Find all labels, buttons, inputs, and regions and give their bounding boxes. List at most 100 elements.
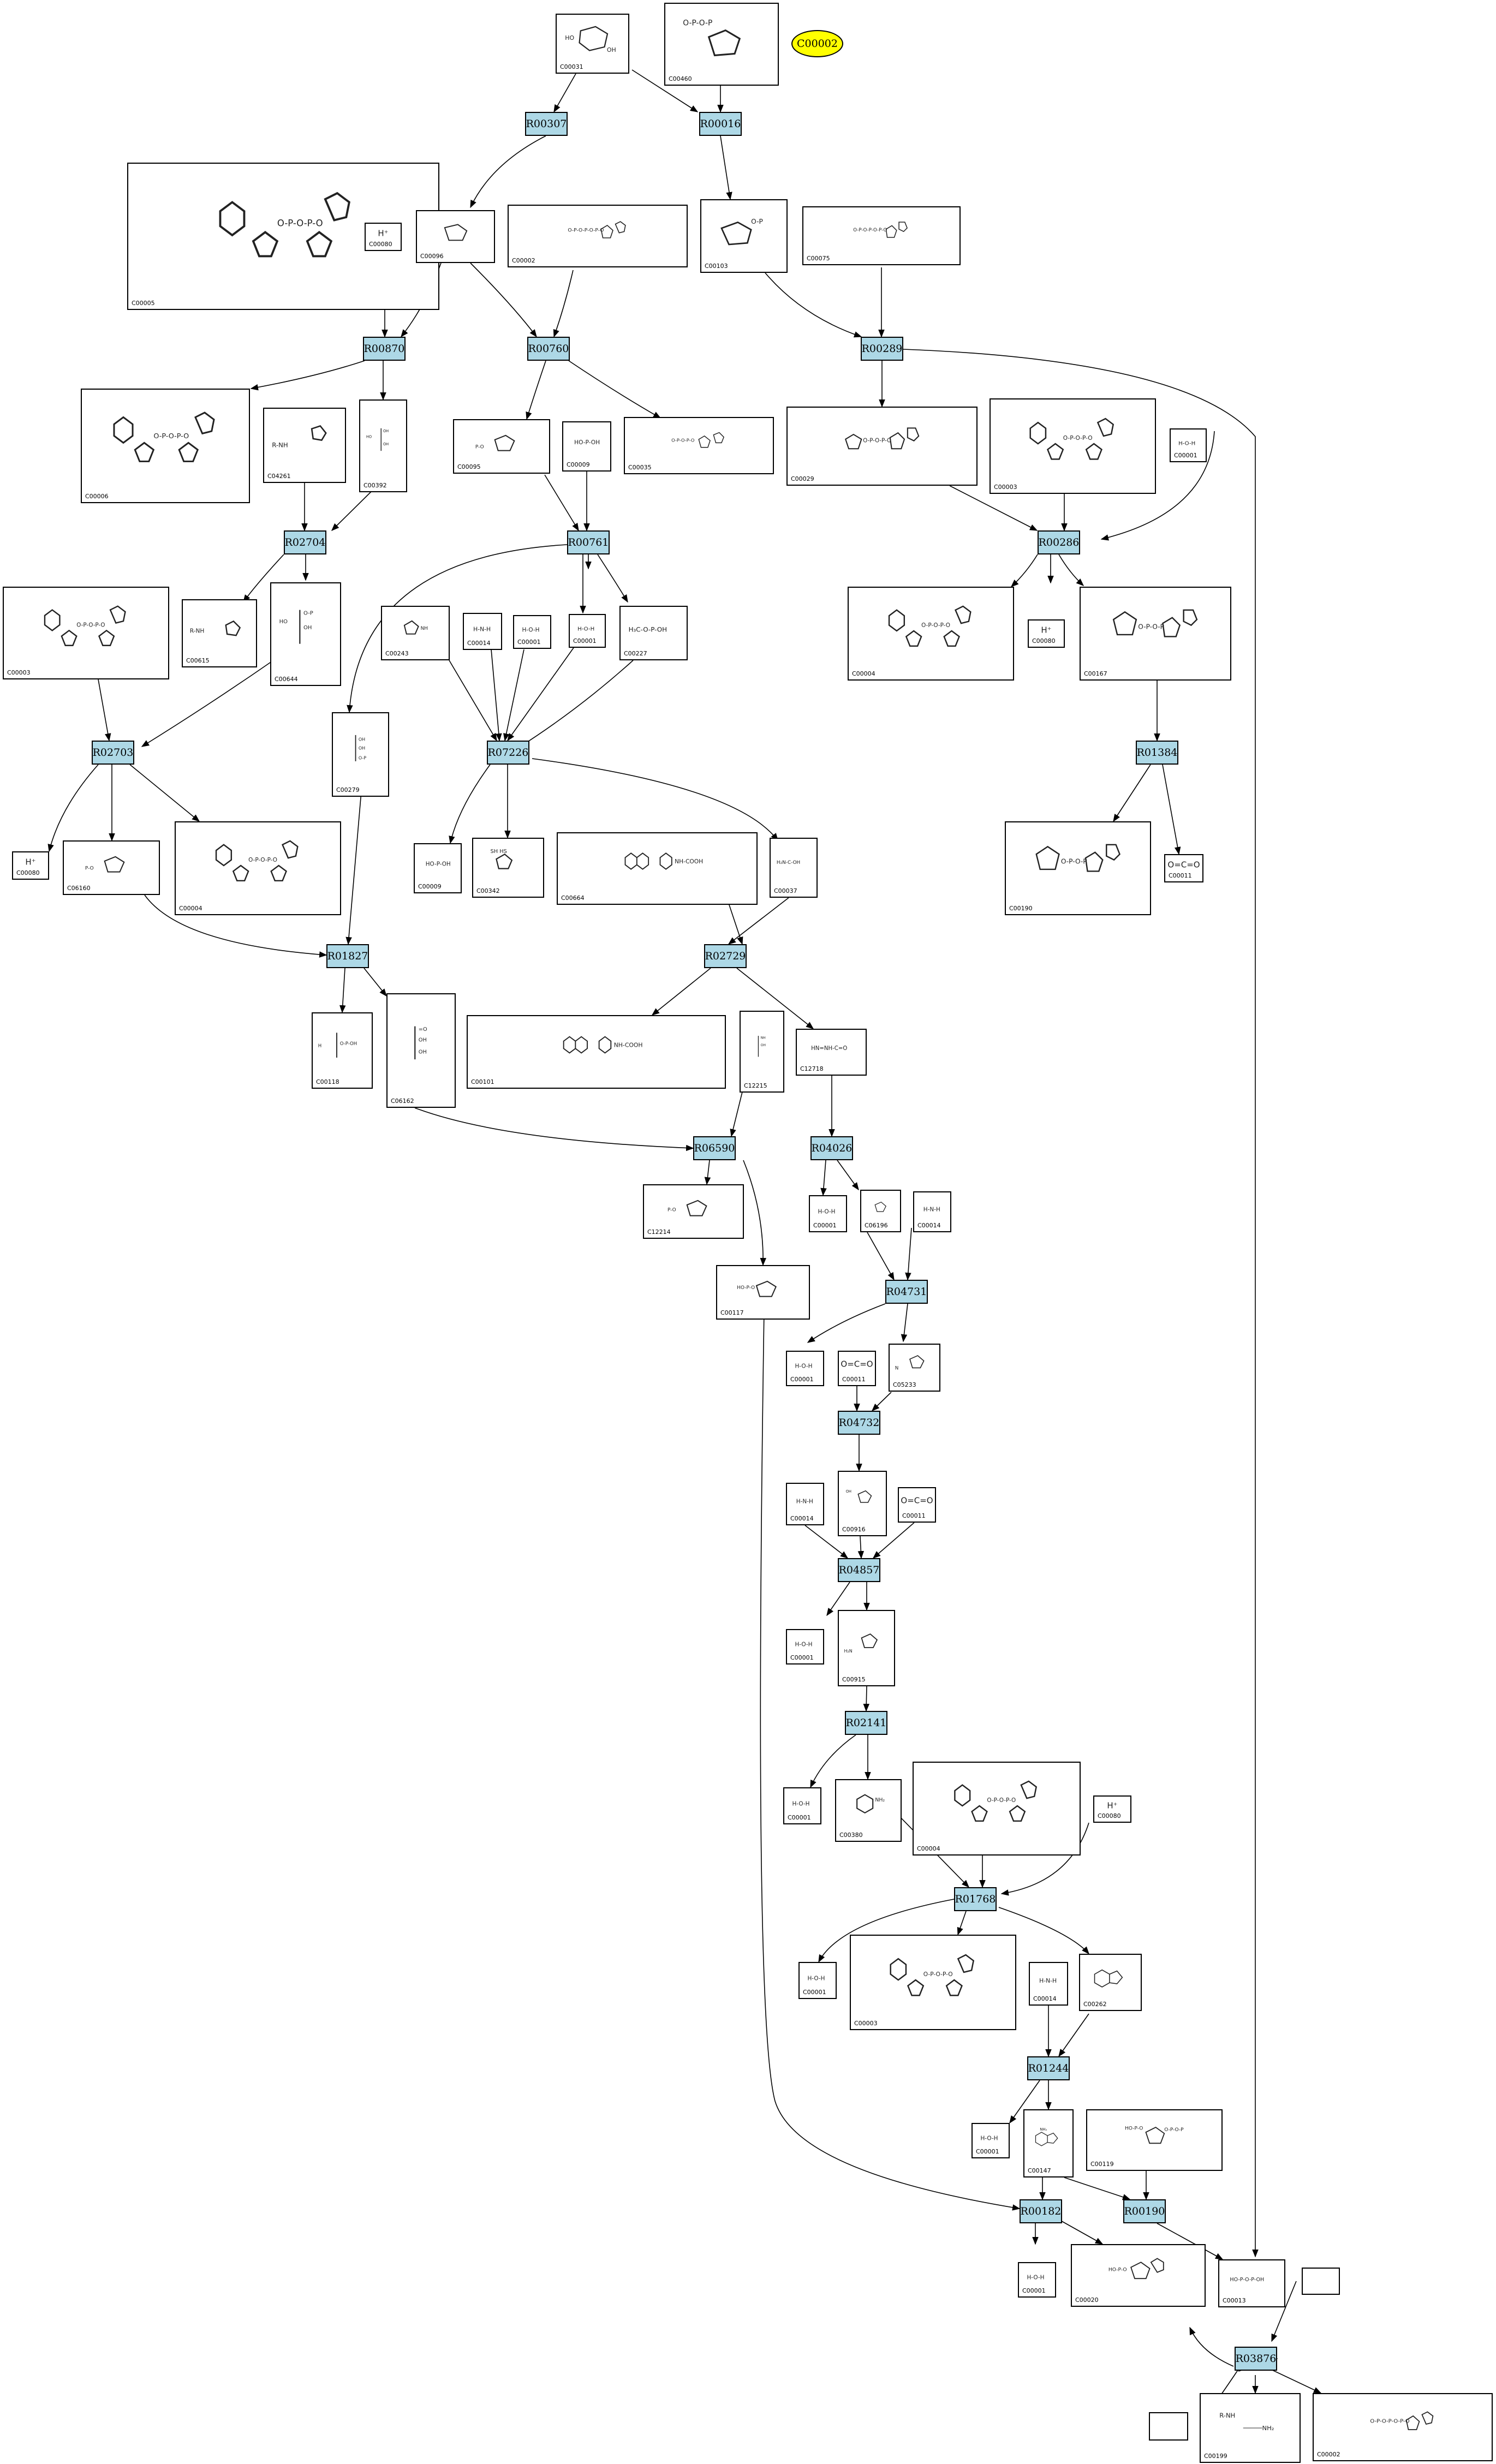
compound-node-c00262[interactable]: C00262 bbox=[1079, 1954, 1142, 2011]
reaction-node-r02704[interactable]: R02704 bbox=[284, 530, 326, 554]
reaction-node-r00761[interactable]: R00761 bbox=[567, 530, 610, 554]
reaction-node-r04857[interactable]: R04857 bbox=[838, 1558, 880, 1582]
reaction-node-r01827[interactable]: R01827 bbox=[326, 944, 369, 968]
reaction-node-r02729[interactable]: R02729 bbox=[704, 944, 747, 968]
compound-node-c00080-c[interactable]: H⁺C00080 bbox=[12, 851, 49, 880]
compound-id: C00342 bbox=[476, 887, 500, 894]
reaction-node-r04732[interactable]: R04732 bbox=[838, 1411, 880, 1435]
reaction-node-r00760[interactable]: R00760 bbox=[527, 337, 570, 361]
compound-node-c00096[interactable]: C00096 bbox=[416, 210, 495, 263]
reaction-node-r00182[interactable]: R00182 bbox=[1020, 2199, 1062, 2223]
reaction-node-r00307[interactable]: R00307 bbox=[525, 112, 568, 136]
reaction-node-r03876[interactable]: R03876 bbox=[1235, 2347, 1277, 2371]
target-node-c00002[interactable]: C00002 bbox=[791, 30, 843, 57]
reaction-node-r00286[interactable]: R00286 bbox=[1038, 530, 1080, 554]
reaction-node-r00289[interactable]: R00289 bbox=[861, 337, 903, 361]
reaction-node-r00190[interactable]: R00190 bbox=[1123, 2199, 1166, 2223]
compound-node-c00080[interactable]: H⁺C00080 bbox=[365, 223, 402, 251]
reaction-node-r01384[interactable]: R01384 bbox=[1136, 741, 1178, 765]
reaction-node-r00870[interactable]: R00870 bbox=[363, 337, 406, 361]
compound-node-c00080-b[interactable]: H⁺C00080 bbox=[1028, 619, 1065, 648]
reaction-node-r01768[interactable]: R01768 bbox=[954, 1887, 997, 1911]
compound-node-c06196[interactable]: C06196 bbox=[860, 1190, 901, 1232]
compound-node-c00080-d[interactable]: H⁺C00080 bbox=[1093, 1795, 1131, 1823]
compound-node-empty-b[interactable] bbox=[1149, 2412, 1188, 2441]
reaction-node-r02141[interactable]: R02141 bbox=[845, 1711, 887, 1735]
reaction-node-r06590[interactable]: R06590 bbox=[693, 1136, 736, 1160]
reaction-node-r01244[interactable]: R01244 bbox=[1027, 2056, 1070, 2080]
ribose-phosphate-structure-icon: HO-P-O bbox=[737, 1280, 777, 1297]
compound-node-empty-a[interactable] bbox=[1302, 2268, 1340, 2295]
reaction-node-r02703[interactable]: R02703 bbox=[92, 741, 134, 765]
reaction-node-r04731[interactable]: R04731 bbox=[885, 1280, 928, 1304]
reaction-node-r00016[interactable]: R00016 bbox=[699, 112, 742, 136]
reaction-node-r04026[interactable]: R04026 bbox=[810, 1136, 853, 1160]
reaction-node-r07226[interactable]: R07226 bbox=[487, 741, 529, 765]
